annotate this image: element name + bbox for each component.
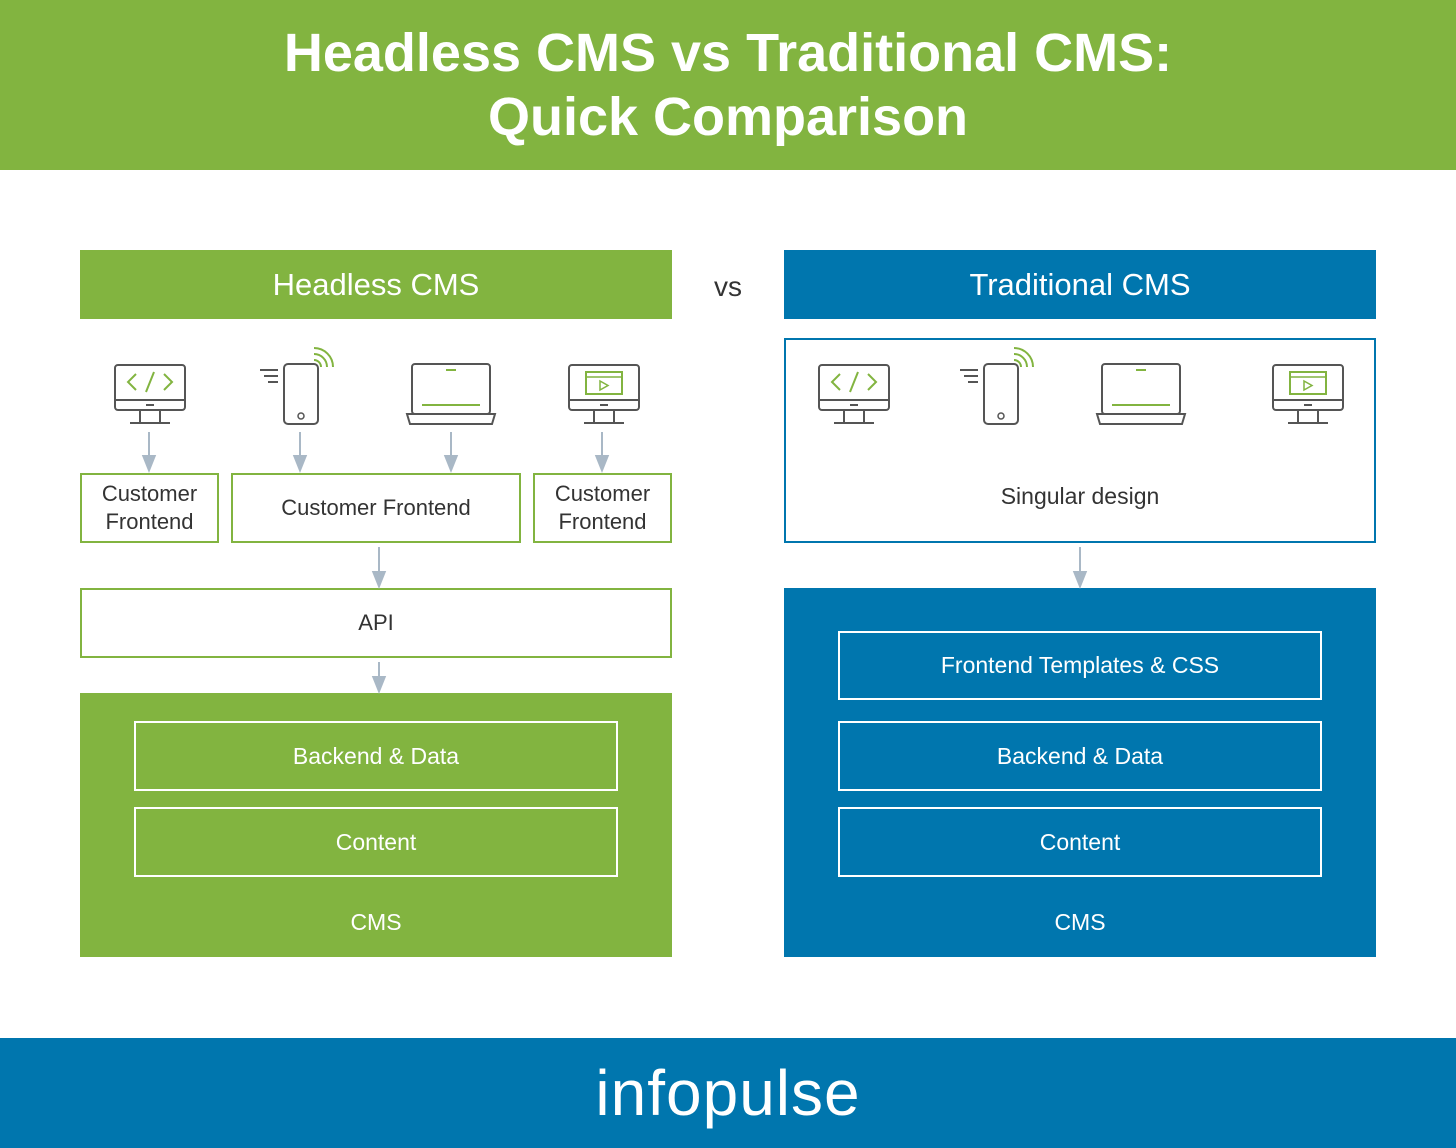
- customer-frontend-box: Customer Frontend: [533, 473, 672, 543]
- laptop-icon: [405, 363, 497, 425]
- cms-label: CMS: [350, 908, 402, 935]
- traditional-cms-block: [784, 588, 1376, 957]
- title-line-2: Quick Comparison: [487, 87, 969, 147]
- footer-banner: infopulse: [0, 1038, 1456, 1148]
- cms-label: CMS: [1054, 908, 1106, 935]
- title-banner: Headless CMS vs Traditional CMS: Quick C…: [0, 0, 1456, 170]
- customer-frontend-box: Customer Frontend: [231, 473, 521, 543]
- title-line-1: Headless CMS vs Traditional CMS:: [283, 23, 1173, 83]
- desktop-code-icon: [818, 364, 890, 424]
- monitor-video-icon: [568, 364, 640, 424]
- backend-data-layer: Backend & Data: [134, 721, 618, 791]
- singular-design-box: [784, 338, 1376, 543]
- traditional-header: Traditional CMS: [784, 250, 1376, 319]
- headless-cms-block: [80, 693, 672, 957]
- monitor-video-icon: [1272, 364, 1344, 424]
- laptop-icon: [1095, 363, 1187, 425]
- desktop-code-icon: [114, 364, 186, 424]
- singular-design-label: Singular design: [1000, 482, 1160, 509]
- headless-header: Headless CMS: [80, 250, 672, 319]
- brand-logo: infopulse: [595, 1057, 861, 1129]
- content-layer: Content: [838, 807, 1322, 877]
- api-box: API: [80, 588, 672, 658]
- backend-data-layer: Backend & Data: [838, 721, 1322, 791]
- frontend-templates-layer: Frontend Templates & CSS: [838, 631, 1322, 700]
- smartphone-signal-icon: [260, 347, 334, 425]
- content-layer: Content: [134, 807, 618, 877]
- customer-frontend-box: Customer Frontend: [80, 473, 219, 543]
- smartphone-signal-icon: [960, 347, 1034, 425]
- vs-label: vs: [714, 271, 742, 302]
